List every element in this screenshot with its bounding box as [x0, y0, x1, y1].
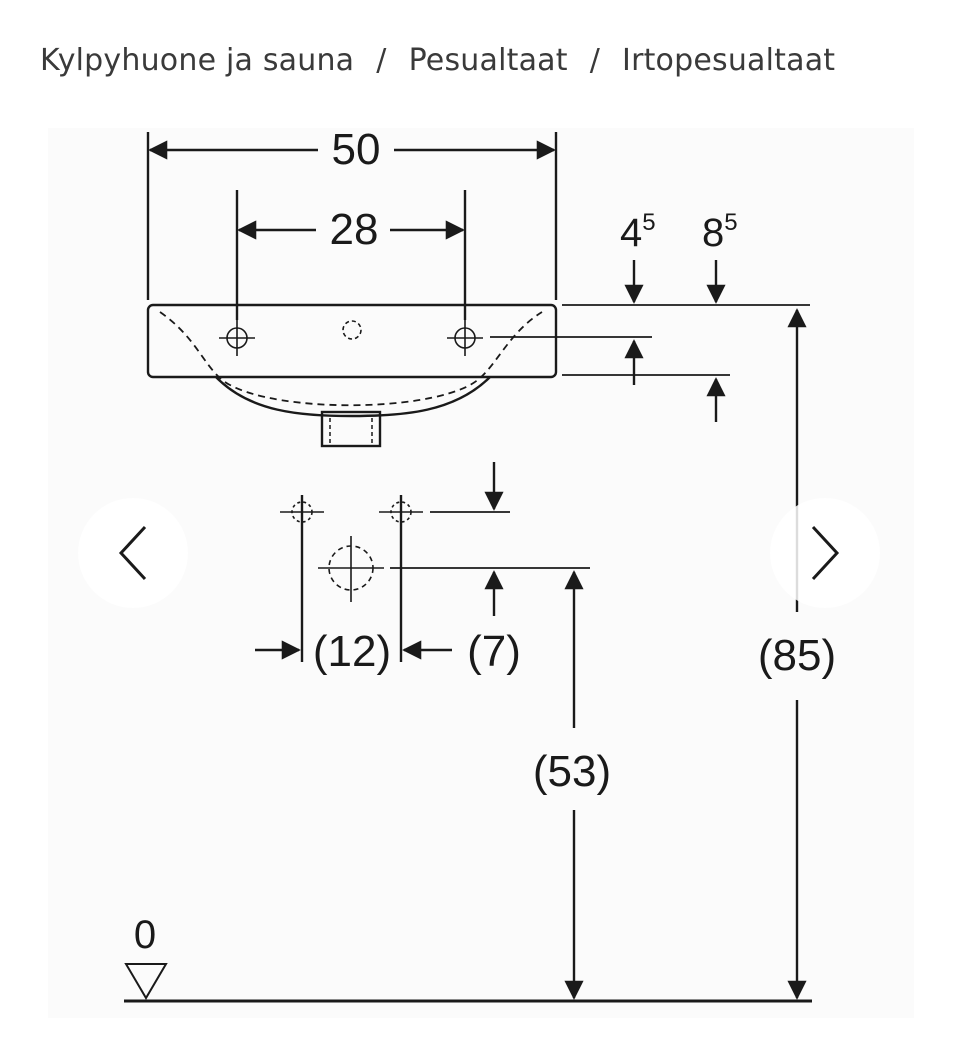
breadcrumb-item-bathroom[interactable]: Kylpyhuone ja sauna [40, 42, 355, 78]
dimension-label-left: (12) [313, 627, 391, 676]
breadcrumb-separator: / [376, 42, 387, 78]
floor-level-symbol [124, 963, 168, 1000]
chevron-left-icon [118, 525, 147, 581]
tap-hole-markers [219, 320, 483, 356]
basin-bowl-hidden-line [159, 311, 543, 407]
dimension-label-rim-b: 85 [702, 209, 738, 255]
breadcrumb: Kylpyhuone ja sauna / Pesualtaat / Irtop… [40, 38, 835, 82]
floor-level-label: 0 [134, 913, 156, 957]
dimension-label-rim-a: 45 [620, 209, 656, 255]
waste-outlet [320, 410, 382, 448]
next-image-button[interactable] [770, 498, 880, 608]
dimension-label-width: 50 [332, 125, 381, 174]
basin-underside [215, 376, 491, 418]
breadcrumb-item-washbasins[interactable]: Pesualtaat [408, 42, 568, 78]
dimension-label-taphole-spacing: 28 [330, 205, 379, 254]
previous-image-button[interactable] [78, 498, 188, 608]
chevron-right-icon [811, 525, 840, 581]
dimension-label-right: (7) [467, 627, 521, 676]
dimension-label-total-height: (85) [758, 631, 836, 680]
breadcrumb-separator: / [589, 42, 601, 78]
dimension-label-waste-height: (53) [533, 747, 611, 796]
image-background [48, 128, 914, 1018]
supply-markers [280, 495, 423, 602]
breadcrumb-item-freestanding-basins[interactable]: Irtopesualtaat [622, 42, 836, 78]
basin-outline [146, 303, 558, 379]
